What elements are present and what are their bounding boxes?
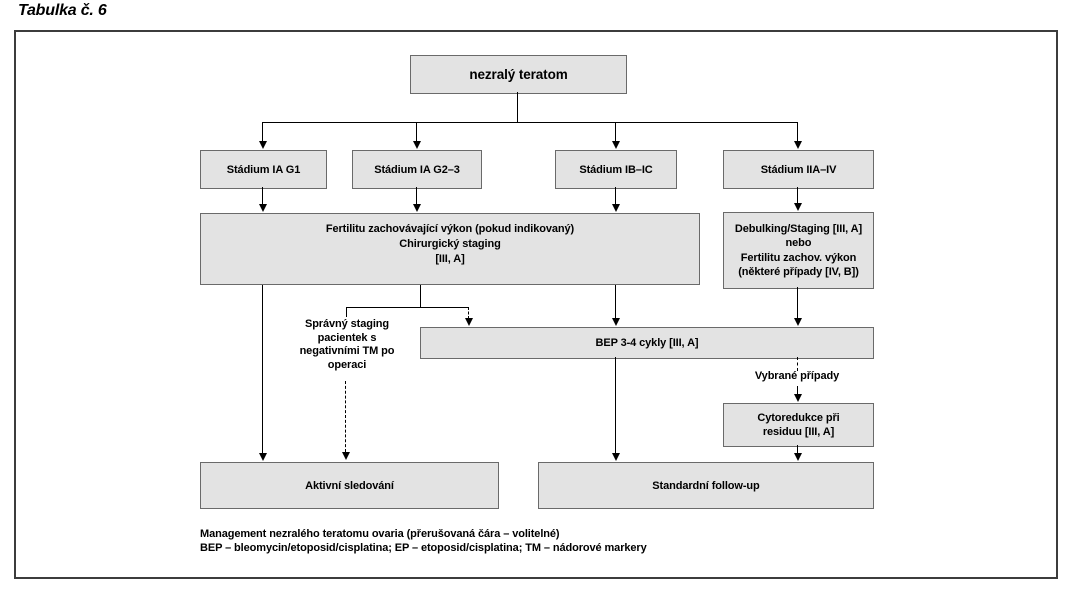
connector-dashed-line xyxy=(468,307,469,319)
connector-line xyxy=(346,307,347,317)
connector-line xyxy=(615,122,616,142)
node-stadium-ib-ic: Stádium IB–IC xyxy=(555,150,677,189)
connector-line xyxy=(262,187,263,204)
arrow-down-icon xyxy=(793,203,802,211)
arrow-down-icon xyxy=(258,453,267,461)
annotation-line: negativními TM po xyxy=(299,345,395,357)
connector-line xyxy=(797,386,798,395)
arrow-down-icon xyxy=(341,452,350,460)
node-stadium-ia-g1: Stádium IA G1 xyxy=(200,150,327,189)
node-label-line: [III, A] xyxy=(435,253,465,265)
annotation-line: operaci xyxy=(327,358,367,371)
connector-dashed-line xyxy=(797,357,798,371)
node-cytoredukce: Cytoredukce při residuu [III, A] xyxy=(723,403,874,447)
arrow-down-icon xyxy=(611,318,620,326)
node-label: BEP 3-4 cykly [III, A] xyxy=(595,337,699,349)
connector-line xyxy=(416,122,417,142)
node-label-line: residuu [III, A] xyxy=(762,426,835,438)
arrow-down-icon xyxy=(793,394,802,402)
arrow-down-icon xyxy=(793,318,802,326)
connector-line xyxy=(262,122,798,123)
connector-line xyxy=(262,122,263,142)
node-standardni-follow-up: Standardní follow-up xyxy=(538,462,874,509)
node-label-line: Fertilitu zachov. výkon xyxy=(740,251,857,264)
node-label: Aktivní sledování xyxy=(305,479,394,492)
arrow-down-icon xyxy=(258,204,267,212)
node-label-line: Fertilitu zachovávající výkon (pokud ind… xyxy=(325,223,575,235)
node-label: Stádium IA G1 xyxy=(226,163,301,176)
connector-line xyxy=(797,187,798,204)
arrow-down-icon xyxy=(611,453,620,461)
legend-line-1: Management nezralého teratomu ovaria (př… xyxy=(200,528,560,540)
node-label: nezralý teratom xyxy=(469,66,568,82)
annotation-line: pacientek s xyxy=(317,331,377,344)
node-label: Standardní follow-up xyxy=(652,479,760,492)
connector-line xyxy=(262,285,263,453)
connector-line xyxy=(797,445,798,453)
node-aktivni-sledovani: Aktivní sledování xyxy=(200,462,499,509)
connector-line xyxy=(416,187,417,204)
connector-line xyxy=(797,122,798,142)
node-label-line: Chirurgický staging xyxy=(399,238,501,250)
node-label-line: Cytoredukce při xyxy=(757,412,840,424)
node-fertilita-vykon: Fertilitu zachovávající výkon (pokud ind… xyxy=(200,213,700,285)
connector-line xyxy=(615,357,616,453)
arrow-down-icon xyxy=(793,453,802,461)
arrow-down-icon xyxy=(258,141,267,149)
arrow-down-icon xyxy=(412,204,421,212)
annotation-spravny-staging: Správný staging pacientek s negativními … xyxy=(287,318,407,372)
node-label-line: Debulking/Staging [III, A] xyxy=(734,222,863,235)
node-label: Stádium IIA–IV xyxy=(760,163,837,176)
arrow-down-icon xyxy=(611,141,620,149)
connector-line xyxy=(420,285,421,307)
connector-line xyxy=(797,287,798,318)
page-title: Tabulka č. 6 xyxy=(18,2,107,19)
arrow-down-icon xyxy=(464,318,473,326)
legend-line-2: BEP – bleomycin/etoposid/cisplatina; EP … xyxy=(200,542,647,554)
connector-dashed-line xyxy=(345,381,346,452)
node-debulking-staging: Debulking/Staging [III, A] nebo Fertilit… xyxy=(723,212,874,289)
node-nezraly-teratom: nezralý teratom xyxy=(410,55,627,94)
node-stadium-ia-g2-3: Stádium IA G2–3 xyxy=(352,150,482,189)
node-label: Stádium IB–IC xyxy=(579,163,653,176)
node-stadium-iia-iv: Stádium IIA–IV xyxy=(723,150,874,189)
arrow-down-icon xyxy=(412,141,421,149)
annotation-line: Správný staging xyxy=(304,318,390,330)
annotation-vybrane-pripady: Vybrané případy xyxy=(754,370,840,382)
node-bep-cykly: BEP 3-4 cykly [III, A] xyxy=(420,327,874,359)
connector-line xyxy=(615,285,616,318)
node-label: Stádium IA G2–3 xyxy=(374,163,460,176)
node-label-line: (některé případy [IV, B]) xyxy=(738,266,859,278)
connector-line xyxy=(346,307,469,308)
node-label-line: nebo xyxy=(785,237,812,249)
connector-line xyxy=(615,187,616,204)
legend: Management nezralého teratomu ovaria (př… xyxy=(200,527,647,555)
arrow-down-icon xyxy=(793,141,802,149)
arrow-down-icon xyxy=(611,204,620,212)
diagram-frame xyxy=(14,30,1058,579)
connector-line xyxy=(516,92,518,123)
